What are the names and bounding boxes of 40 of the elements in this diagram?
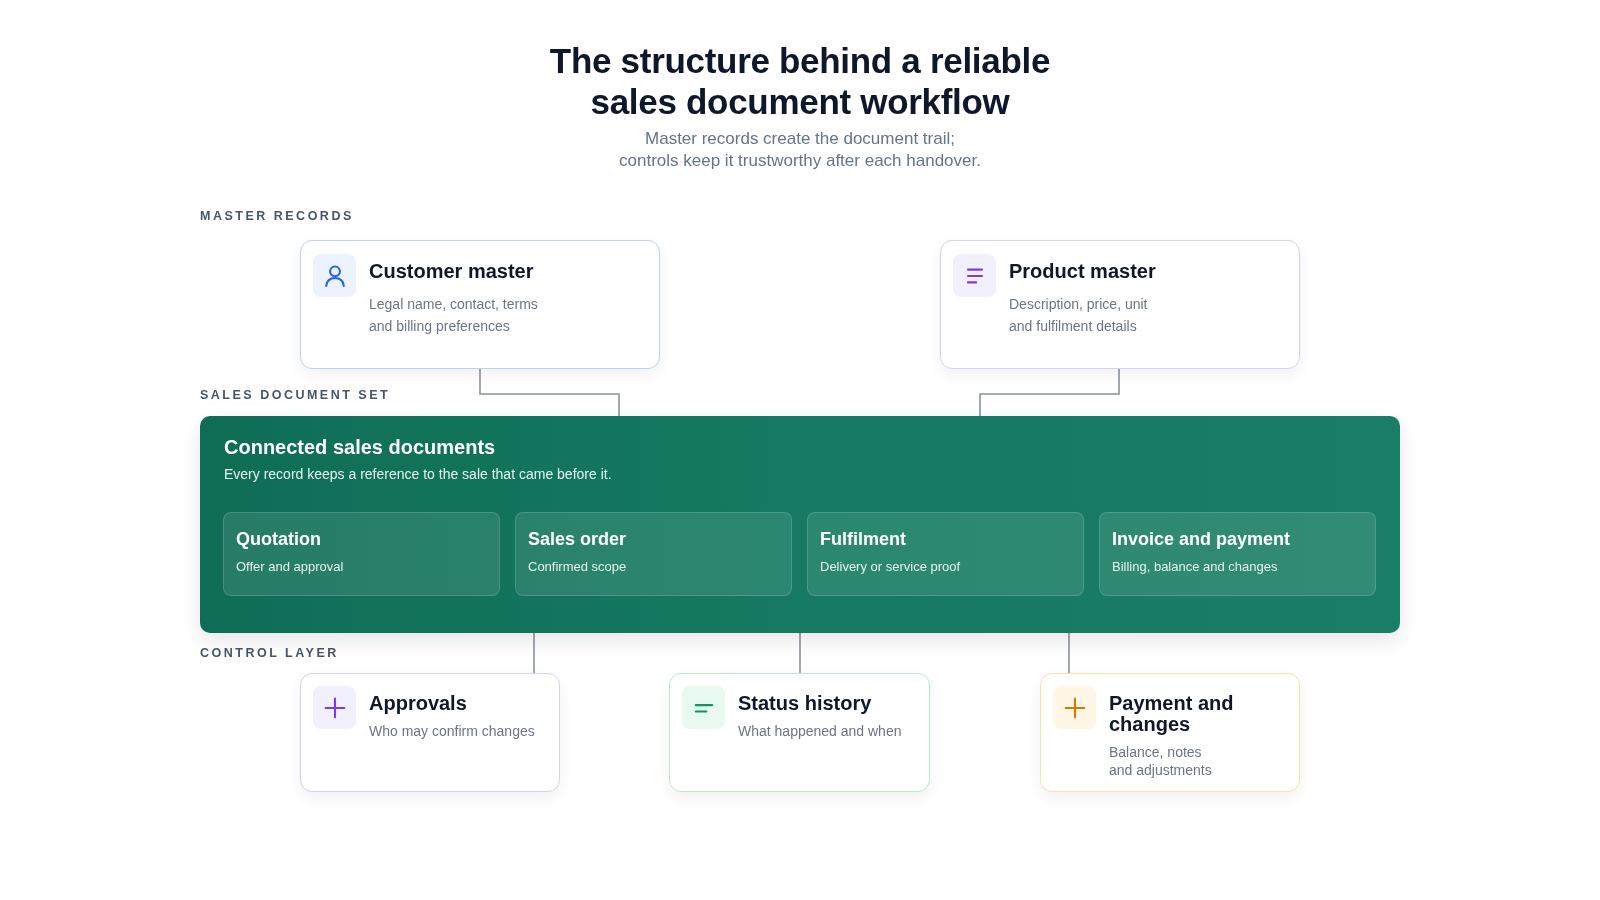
panel-title: Connected sales documents bbox=[224, 435, 496, 460]
control-card bbox=[300, 673, 560, 792]
panel-description: Every record keeps a reference to the sale that came before it. bbox=[224, 465, 612, 484]
document-card bbox=[223, 512, 500, 596]
control-card bbox=[1040, 673, 1300, 792]
card-description: Legal name, contact, terms and billing preferences bbox=[369, 295, 539, 336]
section-label: CONTROL LAYER bbox=[200, 645, 339, 661]
card-description: Delivery or service proof bbox=[820, 558, 961, 576]
card-description: Offer and approval bbox=[236, 558, 344, 576]
card-title: Sales order bbox=[528, 528, 627, 551]
connector-line bbox=[979, 368, 1120, 417]
card-title: Quotation bbox=[236, 528, 321, 551]
connector-line bbox=[799, 632, 801, 674]
document-card bbox=[1099, 512, 1376, 596]
section-label: MASTER RECORDS bbox=[200, 208, 354, 224]
card-title: Invoice and payment bbox=[1112, 528, 1291, 551]
card-title: Customer master bbox=[369, 259, 534, 284]
card-title: Fulfilment bbox=[820, 528, 906, 551]
control-card bbox=[669, 673, 930, 792]
card-description: Description, price, unit and fulfilment details bbox=[1009, 295, 1149, 336]
card-description: Who may confirm changes bbox=[369, 722, 535, 740]
card-description: Billing, balance and changes bbox=[1112, 558, 1278, 576]
record-card bbox=[300, 240, 660, 369]
title: The structure behind a reliable sales document workflow bbox=[548, 40, 1052, 122]
document-card bbox=[807, 512, 1084, 596]
subtitle: Master records create the document trail; controls keep it trustworthy after each handover. bbox=[618, 128, 982, 172]
record-card bbox=[940, 240, 1300, 369]
connector-line bbox=[533, 632, 535, 674]
card-title: Product master bbox=[1009, 259, 1156, 284]
card-description: Balance, notes and adjustments bbox=[1109, 743, 1213, 779]
section-panel bbox=[200, 416, 1400, 633]
card-description: Confirmed scope bbox=[528, 558, 627, 576]
connector-line bbox=[479, 368, 620, 417]
card-title: Status history bbox=[738, 693, 872, 714]
card-title: Approvals bbox=[369, 693, 467, 714]
document-card bbox=[515, 512, 792, 596]
card-title: Payment and changes bbox=[1109, 693, 1235, 735]
section-label: SALES DOCUMENT SET bbox=[200, 387, 391, 403]
card-description: What happened and when bbox=[738, 722, 902, 740]
connector-line bbox=[1068, 632, 1070, 674]
